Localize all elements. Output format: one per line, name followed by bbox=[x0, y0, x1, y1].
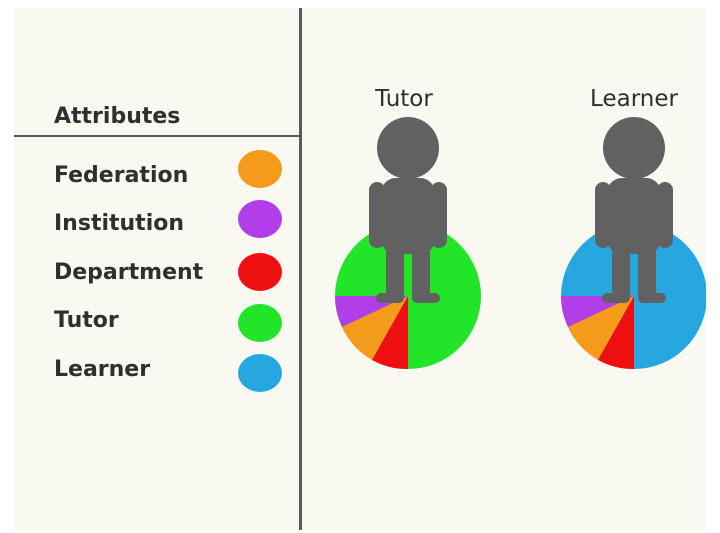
legend-label-learner: Learner bbox=[54, 357, 151, 382]
legend-title: Attributes bbox=[54, 104, 181, 129]
tutor-pie-federation bbox=[342, 296, 408, 360]
vertical-divider bbox=[299, 8, 302, 530]
legend-swatch-institution bbox=[238, 200, 282, 238]
learner-pie-department bbox=[598, 296, 634, 370]
learner-figure bbox=[561, 117, 706, 370]
legend-swatch-department bbox=[238, 253, 282, 291]
learner-person-icon bbox=[595, 117, 673, 303]
diagram-frame: Attributes Federation Institution Depart… bbox=[14, 8, 706, 530]
figure-title-learner: Learner bbox=[590, 86, 678, 112]
legend-label-department: Department bbox=[54, 260, 204, 285]
tutor-pie-institution bbox=[335, 296, 408, 327]
figure-title-tutor: Tutor bbox=[375, 86, 433, 112]
legend-label-tutor: Tutor bbox=[54, 308, 119, 333]
legend-label-federation: Federation bbox=[54, 163, 189, 188]
tutor-person-icon bbox=[369, 117, 447, 303]
legend-swatch-federation bbox=[238, 150, 282, 188]
legend-header-rule bbox=[14, 135, 300, 137]
diagram-graphics bbox=[335, 117, 706, 370]
legend-swatch-tutor bbox=[238, 304, 282, 342]
legend-label-institution: Institution bbox=[54, 211, 185, 236]
legend-swatch-learner bbox=[238, 354, 282, 392]
learner-pie-federation bbox=[568, 296, 634, 360]
learner-pie-institution bbox=[561, 296, 634, 327]
tutor-pie-department bbox=[372, 296, 408, 370]
tutor-figure bbox=[335, 117, 481, 370]
